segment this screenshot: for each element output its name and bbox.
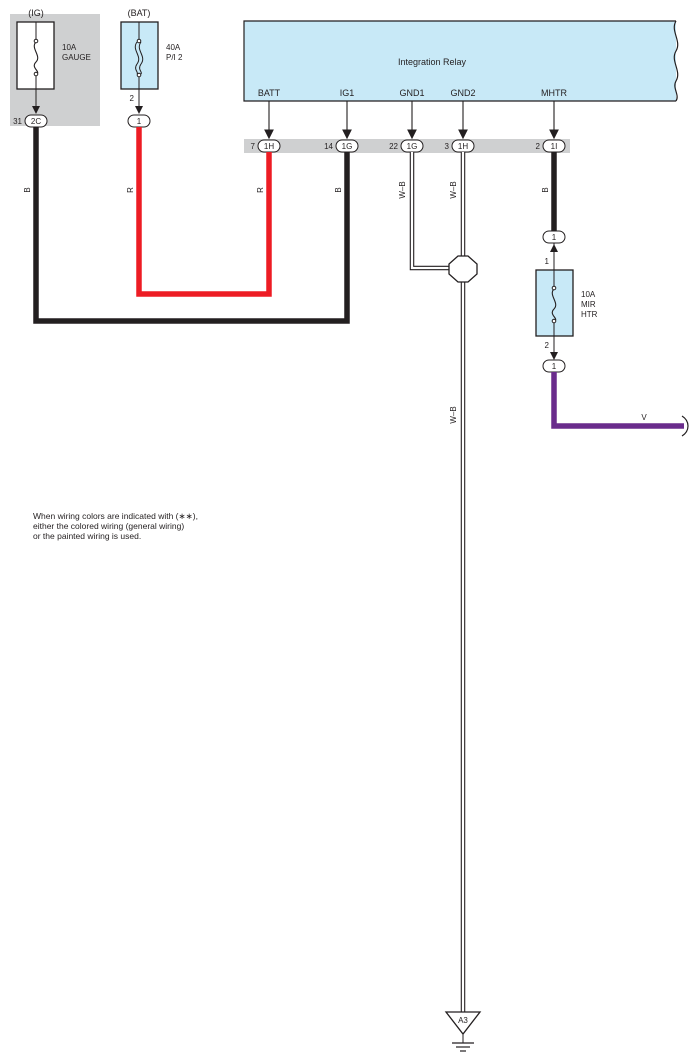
pi2-fuse-icon [134,41,144,75]
integration-relay: Integration Relay [243,20,679,102]
terminal-name-gnd2: GND2 [450,88,475,98]
relay-title: Integration Relay [398,57,467,67]
mir-fuse-rating: 10A [581,290,596,299]
wire-label-gnd1: W–B [398,181,407,198]
connector-batt-id: 1H [264,142,274,151]
connector-mhtr: 1I 2 [536,139,566,153]
wire-mir-violet [551,372,684,429]
connector-batt: 1H 7 [251,139,281,153]
terminal-name-gnd1: GND1 [399,88,424,98]
wire-ig-black [33,127,350,324]
connector-gnd1: 1G 22 [389,139,424,153]
mir-htr-fuse: 1 1 10A MIR HTR 2 1 [535,230,598,373]
ground-a3: A3 [444,1011,482,1052]
wire-label-batt: R [256,187,265,193]
connector-gnd2: 1H 3 [445,139,475,153]
connector-ig1-id: 1G [342,142,353,151]
wire-label-violet: V [641,413,647,422]
terminal-name-batt: BATT [258,88,281,98]
connector-ig1: 1G 14 [324,139,359,153]
note-line-2: either the colored wiring (general wirin… [33,521,185,531]
connector-mhtr-id: 1I [551,142,558,151]
connector-bat-1-id: 1 [137,117,142,126]
terminal-leads [264,101,559,140]
note-line-3: or the painted wiring is used. [33,531,142,541]
pi2-fuse-rating: 40A [166,43,181,52]
splice-junction [448,255,478,283]
pi2-fuse-pin: 2 [130,94,135,103]
wire-gnd1-wb [409,152,452,271]
connector-2c-id: 2C [31,117,41,126]
ground-triangle [444,1011,482,1036]
terminal-name-mhtr: MHTR [541,88,567,98]
mir-fuse-name2: HTR [581,310,598,319]
wire-label-ig: B [23,187,32,192]
connector-gnd2-id: 1H [458,142,468,151]
wire-break-mark [681,415,689,437]
wiring-color-note: When wiring colors are indicated with (∗… [33,511,263,541]
pin-2c: 31 [13,117,22,126]
pin-gnd2: 3 [445,142,450,151]
wire-label-trunk: W–B [449,406,458,423]
mir-fuse-pin-in: 1 [545,257,550,266]
pi2-fuse-name: P/I 2 [166,53,183,62]
pin-batt: 7 [251,142,256,151]
terminal-name-ig1: IG1 [340,88,355,98]
mir-fuse-icon [551,288,557,322]
gauge-fuse-icon [33,41,39,75]
gauge-fuse-rating: 10A [62,43,77,52]
gauge-fuse-name: GAUGE [62,53,91,62]
connector-mir-out-id: 1 [552,362,557,371]
wire-label-ig1: B [334,187,343,192]
wire-label-gnd2: W–B [449,181,458,198]
connector-gnd1-id: 1G [407,142,418,151]
ig-source: (IG) 10A GAUGE 2C 31 [13,8,91,128]
pin-mhtr: 2 [536,142,541,151]
wire-label-mhtr: B [541,187,550,192]
bat-source-label: (BAT) [128,8,151,18]
ground-label: A3 [458,1016,468,1025]
note-line-1: When wiring colors are indicated with (∗… [33,511,198,521]
pin-gnd1: 22 [389,142,398,151]
bat-source: (BAT) 40A P/I 2 2 1 [120,8,183,128]
mir-fuse-pin-out: 2 [545,341,550,350]
connector-mir-in-id: 1 [552,233,557,242]
mir-fuse-name1: MIR [581,300,596,309]
wire-label-bat: R [126,187,135,193]
wire-bat-red [136,127,272,297]
pin-ig1: 14 [324,142,333,151]
ig-source-label: (IG) [28,8,44,18]
